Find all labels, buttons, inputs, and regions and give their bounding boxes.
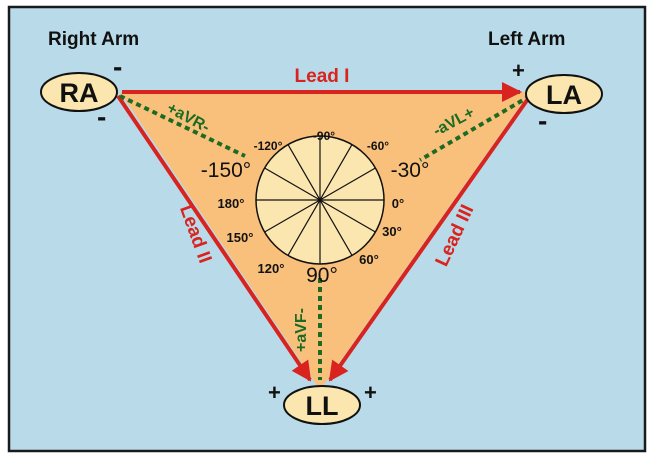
angle-label-n120: -120° (254, 139, 283, 153)
angle-label-p120: 120° (258, 261, 285, 276)
ra-label: RA (60, 78, 99, 108)
lead-ii-line (116, 94, 312, 382)
hexaxial-spoke-150 (264, 167, 376, 233)
ll-polarity-left: + (268, 380, 281, 405)
ll-label: LL (306, 391, 339, 421)
hexaxial-spokes (256, 136, 384, 264)
angle-label-p90: 90° (306, 264, 338, 287)
angle-label-p150: 150° (227, 230, 254, 245)
ll-polarity-right: + (364, 380, 377, 405)
hexaxial-reference-circle (255, 135, 385, 265)
avl-lead-line (418, 94, 532, 162)
lead-iii-line (328, 94, 532, 382)
angle-label-p0: 0° (392, 196, 404, 211)
la-polarity-top: + (512, 58, 525, 83)
la-polarity-bottom: - (538, 105, 547, 136)
angle-label-n60: -60° (367, 139, 389, 153)
angle-label-n150: -150° (201, 159, 251, 182)
right-arm-label: Right Arm (48, 29, 139, 50)
angle-label-n30: -30° (391, 159, 430, 182)
la-label: LA (546, 80, 582, 110)
angle-label-p30: 30° (382, 224, 402, 239)
ll-node: LL (283, 385, 361, 425)
la-node: LA (525, 74, 603, 114)
ra-node: RA (40, 72, 118, 112)
angle-label-p60: 60° (359, 252, 379, 267)
angle-label-n90: -90° (313, 129, 335, 143)
ra-polarity-bottom: - (97, 101, 106, 132)
lead-i-label: Lead I (295, 66, 350, 87)
ra-polarity-top: - (113, 51, 122, 82)
left-arm-label: Left Arm (488, 29, 565, 50)
avf-label: +aVF- (293, 308, 310, 352)
angle-label-p180: 180° (218, 196, 245, 211)
